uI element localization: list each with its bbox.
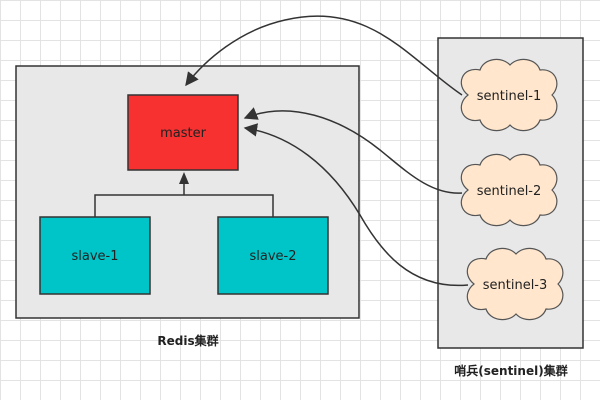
- sentinel-1-node: sentinel-1: [460, 58, 558, 132]
- sentinel-cluster-label: 哨兵(sentinel)集群: [454, 363, 567, 378]
- sentinel-1-cloud: [460, 58, 558, 132]
- slave-1-label: slave-1: [71, 249, 118, 264]
- slave-2-label: slave-2: [249, 249, 296, 264]
- sentinel-2-cloud: [460, 153, 558, 227]
- sentinel-3-cloud: [466, 247, 564, 321]
- redis-cluster-label: Redis集群: [157, 333, 218, 348]
- sentinel-2-node: sentinel-2: [460, 153, 558, 227]
- sentinel-3-label: sentinel-3: [483, 278, 548, 293]
- sentinel-1-monitor-arrow: [185, 15, 463, 96]
- sentinel-1-label: sentinel-1: [477, 89, 542, 104]
- replication-arrowhead: [179, 172, 189, 184]
- master-label: master: [160, 126, 206, 141]
- sentinel-2-monitor-arrow: [243, 107, 463, 194]
- sentinel-3-node: sentinel-3: [466, 247, 564, 321]
- master-node: [127, 94, 239, 171]
- slave-2-node: [217, 216, 329, 295]
- sentinel-3-monitor-arrow: [243, 123, 469, 287]
- slave-1-node: [39, 216, 151, 295]
- sentinel-2-label: sentinel-2: [477, 184, 542, 199]
